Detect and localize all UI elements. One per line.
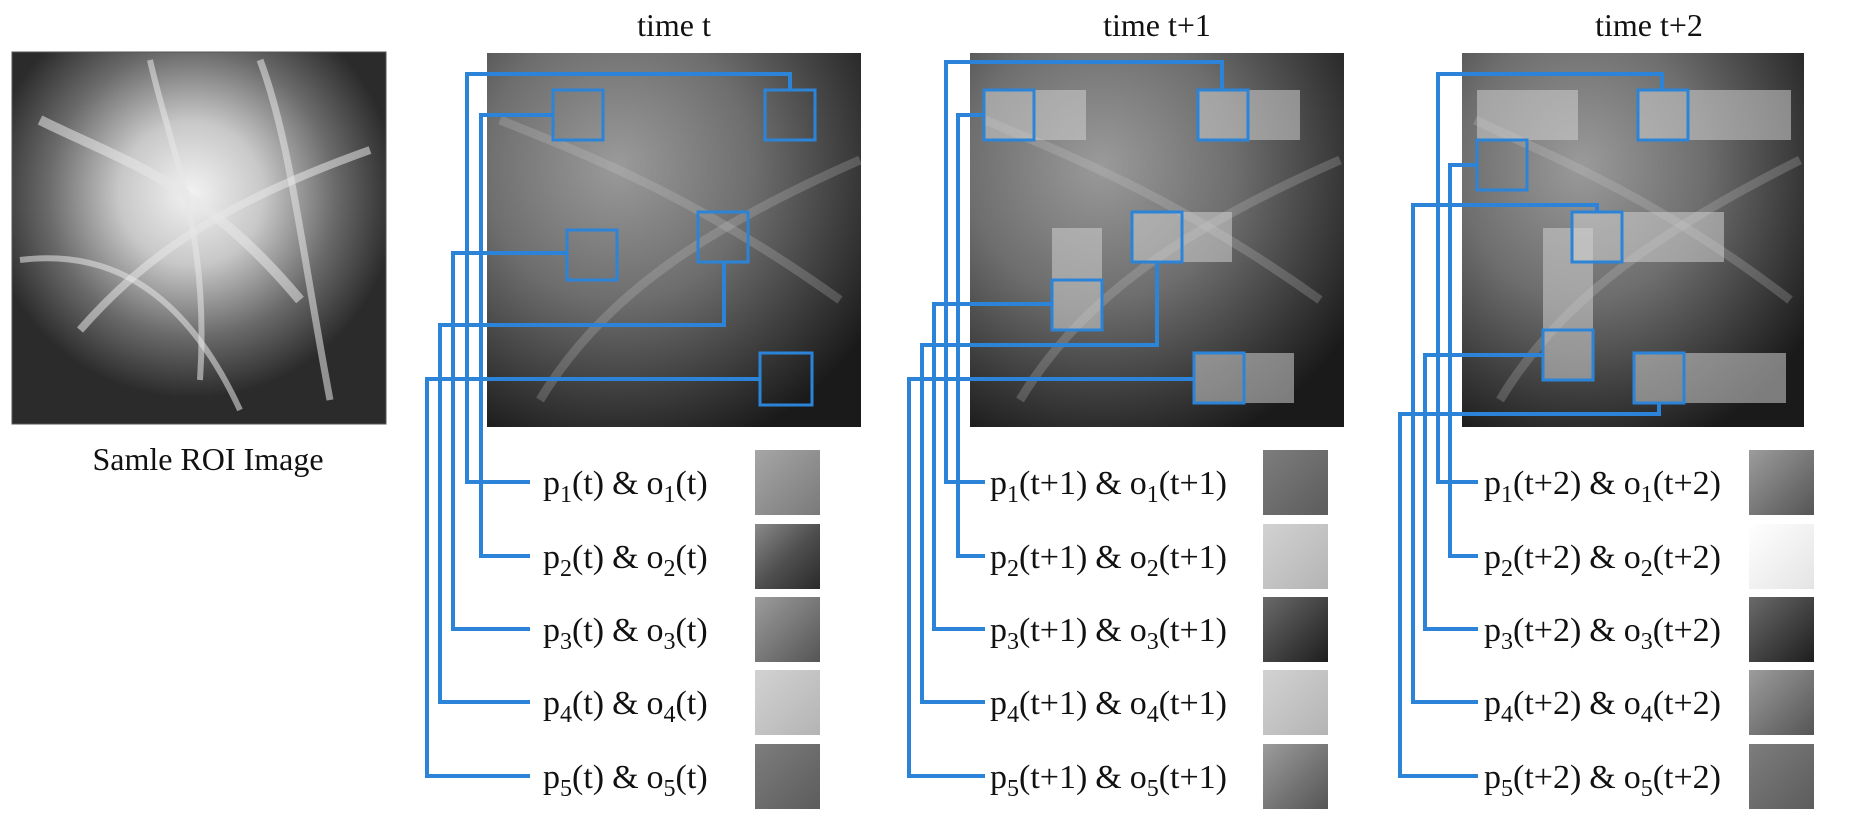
- label-row-2: p2(t+1)&o2(t+1): [990, 539, 1227, 582]
- label-row-5: p5(t+2)&o5(t+2): [1484, 759, 1721, 802]
- label-row-1: p1(t+2)&o1(t+2): [1484, 465, 1721, 508]
- thumbnails: [1749, 450, 1814, 809]
- connector-p5: [425, 377, 760, 778]
- label-row-3: p3(t+2)&o3(t+2): [1484, 612, 1721, 655]
- label-row-2: p2(t+2)&o2(t+2): [1484, 539, 1721, 582]
- label-row-3: p3(t)&o3(t): [543, 612, 708, 655]
- thumbnail-2: [755, 524, 820, 589]
- sample-roi-caption: Samle ROI Image: [92, 441, 323, 477]
- thumbnail-2: [1749, 524, 1814, 589]
- label-row-1: p1(t+1)&o1(t+1): [990, 465, 1227, 508]
- trail-p2: [1477, 90, 1578, 140]
- connector-p3: [1423, 353, 1543, 631]
- thumbnail-5: [755, 744, 820, 809]
- thumbnails: [1263, 450, 1328, 809]
- thumbnail-4: [1749, 670, 1814, 735]
- thumbnail-4: [1263, 670, 1328, 735]
- connector-p4: [920, 262, 1159, 704]
- label-rows: p1(t+2)&o1(t+2) p2(t+2)&o2(t+2) p3(t+2)&…: [1484, 465, 1721, 802]
- connector-p5: [1398, 403, 1661, 778]
- panel-title: time t: [637, 7, 711, 43]
- panel-time-t: time t p1(t)&o1(t) p2(t)&o2(t) p3(t)&o3: [425, 7, 862, 809]
- label-row-2: p2(t)&o2(t): [543, 539, 708, 582]
- connector-p3: [932, 302, 1052, 631]
- thumbnail-5: [1749, 744, 1814, 809]
- connector-p4: [1411, 203, 1599, 704]
- trail-p5: [1634, 353, 1786, 403]
- label-rows: p1(t+1)&o1(t+1) p2(t+1)&o2(t+1) p3(t+1)&…: [990, 465, 1227, 802]
- panel-image: [487, 53, 861, 427]
- panel-time-t1: time t+1 p1(t+1)&o1(t+1): [907, 7, 1344, 809]
- panel-title: time t+1: [1103, 7, 1211, 43]
- connector-p2: [1448, 163, 1478, 558]
- thumbnail-1: [1263, 450, 1328, 515]
- sample-roi-streaks: [19, 58, 372, 412]
- label-row-3: p3(t+1)&o3(t+1): [990, 612, 1227, 655]
- thumbnail-3: [1263, 597, 1328, 662]
- thumbnail-2: [1263, 524, 1328, 589]
- thumbnail-1: [755, 450, 820, 515]
- thumbnails: [755, 450, 820, 809]
- connector-p3: [451, 251, 567, 631]
- thumbnail-1: [1749, 450, 1814, 515]
- thumbnail-3: [1749, 597, 1814, 662]
- connector-p2: [956, 113, 985, 558]
- trail-p1: [1638, 90, 1791, 140]
- trail-p3: [1543, 228, 1593, 380]
- label-row-5: p5(t)&o5(t): [543, 759, 708, 802]
- label-row-1: p1(t)&o1(t): [543, 465, 708, 508]
- connector-p4: [438, 262, 726, 704]
- connector-p2: [479, 113, 553, 558]
- thumbnail-5: [1263, 744, 1328, 809]
- label-row-4: p4(t)&o4(t): [543, 685, 708, 728]
- panel-image-streaks: [498, 115, 862, 403]
- thumbnail-3: [755, 597, 820, 662]
- glimpse-trails: [1477, 90, 1791, 403]
- label-rows: p1(t)&o1(t) p2(t)&o2(t) p3(t)&o3(t) p4(t…: [543, 465, 708, 802]
- trail-p4: [1572, 212, 1724, 262]
- label-row-4: p4(t+1)&o4(t+1): [990, 685, 1227, 728]
- thumbnail-4: [755, 670, 820, 735]
- connector-p1: [465, 72, 792, 484]
- label-row-4: p4(t+2)&o4(t+2): [1484, 685, 1721, 728]
- connector-p5: [907, 377, 1194, 778]
- panel-time-t2: time t+2 p1(t+2)&o1(t+2) p2(t+: [1398, 7, 1814, 809]
- label-row-5: p5(t+1)&o5(t+1): [990, 759, 1227, 802]
- panel-title: time t+2: [1595, 7, 1703, 43]
- sample-roi: Samle ROI Image: [11, 51, 387, 477]
